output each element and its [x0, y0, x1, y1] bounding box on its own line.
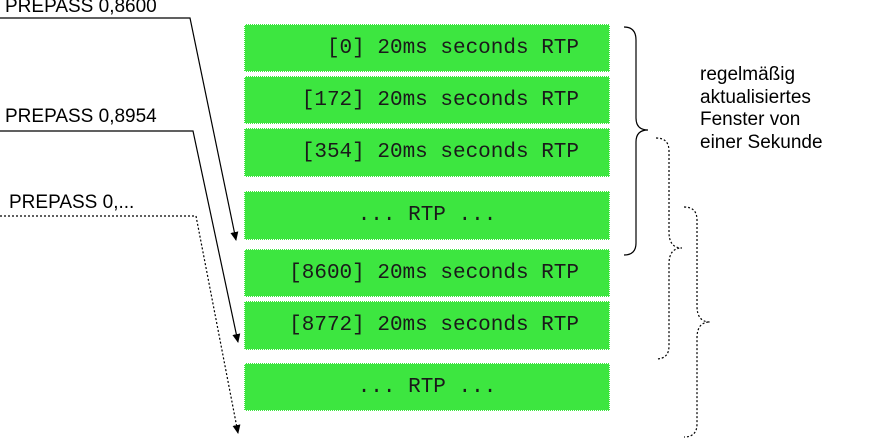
prepass-arrow-1 — [0, 17, 239, 241]
packet-block-label: [0] 20ms seconds RTP — [326, 36, 579, 60]
packet-block-172: [172] 20ms seconds RTP — [244, 76, 610, 124]
packet-block-8772: [8772] 20ms seconds RTP — [244, 301, 610, 350]
window-brace-2 — [655, 137, 683, 360]
packet-block-label: [8600] 20ms seconds RTP — [289, 261, 579, 285]
prepass-label-2: PREPASS 0,8954 — [5, 106, 157, 127]
window-brace-1 — [623, 26, 649, 256]
packet-block-8600: [8600] 20ms seconds RTP — [244, 249, 610, 297]
packet-block-label: [8772] 20ms seconds RTP — [289, 314, 579, 337]
window-note-line: einer Sekunde — [700, 131, 823, 153]
prepass-label-3: PREPASS 0,... — [9, 192, 135, 213]
prepass-label-1: PREPASS 0,8600 — [5, 0, 157, 17]
packet-block-label: ... RTP ... — [357, 204, 497, 227]
prepass-arrow-3 — [0, 215, 241, 434]
window-note-line: Fenster von — [700, 109, 801, 130]
packet-block-ellipsis-1: ... RTP ... — [244, 191, 610, 240]
packet-block-354: [354] 20ms seconds RTP — [244, 128, 610, 177]
window-brace-3 — [683, 206, 711, 438]
packet-block-ellipsis-2: ... RTP ... — [244, 363, 610, 411]
packet-block-label: [172] 20ms seconds RTP — [301, 88, 579, 112]
prepass-arrow-2 — [0, 130, 241, 343]
packet-block-0: [0] 20ms seconds RTP — [244, 24, 610, 72]
packet-block-label: ... RTP ... — [357, 375, 497, 399]
window-note: regelmäßig aktualisiertes Fenster von ei… — [700, 64, 823, 154]
window-note-line: regelmäßig — [700, 64, 796, 85]
window-note-line: aktualisiertes — [700, 86, 811, 108]
packet-block-label: [354] 20ms seconds RTP — [301, 141, 579, 164]
